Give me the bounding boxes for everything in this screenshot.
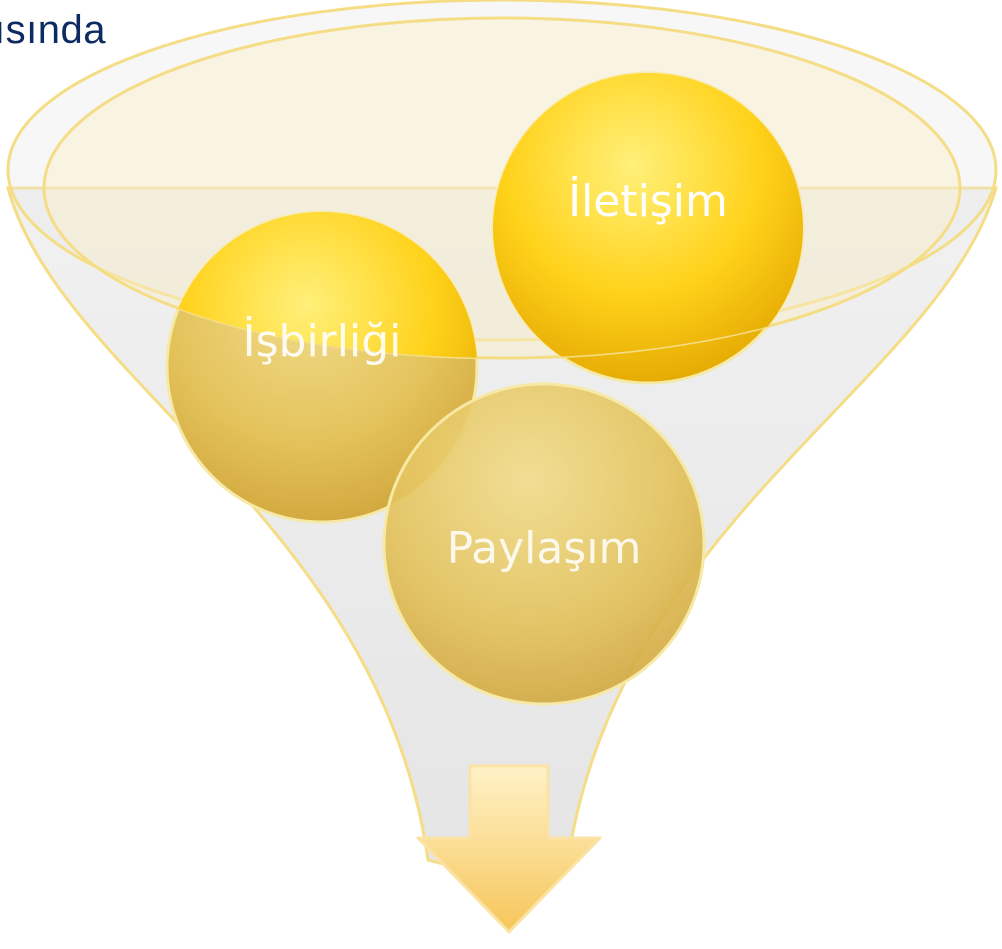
ball-label-isbirligi: İşbirliği — [243, 315, 402, 367]
ball-label-iletisim: İletişim — [568, 175, 728, 227]
heading-fragment: ısında — [0, 8, 106, 52]
ball-paylasim — [382, 382, 706, 706]
ball-label-paylasim: Paylaşım — [447, 523, 642, 574]
down-arrow-icon — [416, 764, 602, 934]
ball-iletisim — [493, 73, 803, 358]
ball-isbirligi — [167, 212, 477, 358]
